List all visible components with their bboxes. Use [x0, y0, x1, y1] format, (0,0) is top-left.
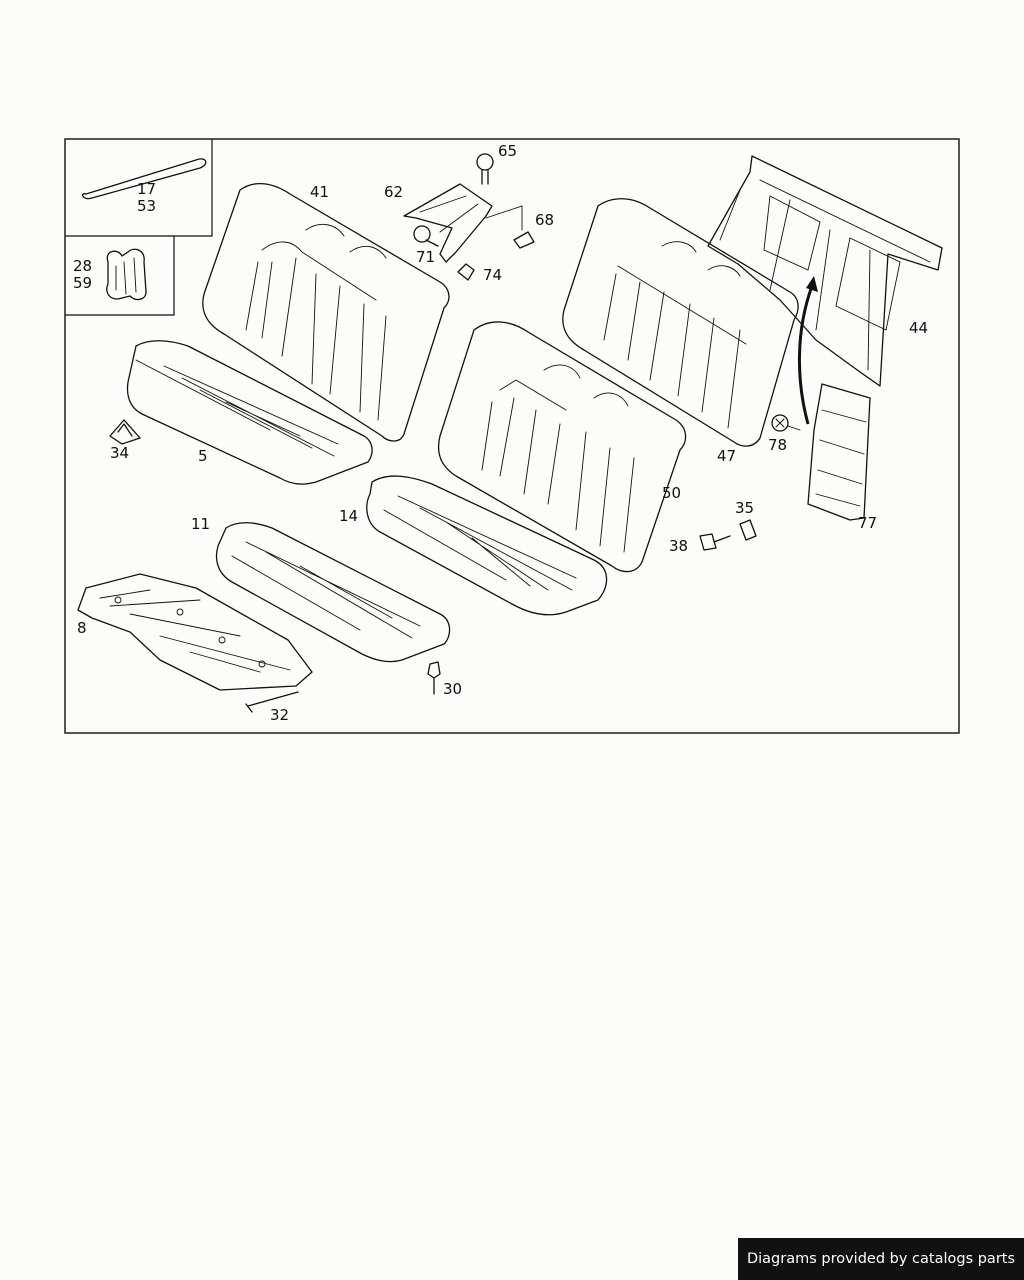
callout-17: 17 — [137, 180, 156, 198]
callout-47: 47 — [717, 447, 736, 465]
seat-cover-center-part — [366, 475, 608, 616]
bracket-hardware-part — [403, 153, 535, 281]
callout-77: 77 — [858, 514, 877, 532]
callout-44: 44 — [909, 319, 928, 337]
callout-8: 8 — [77, 619, 87, 637]
callout-14: 14 — [339, 507, 358, 525]
callout-68: 68 — [535, 211, 554, 229]
inset-box-clip — [65, 236, 175, 316]
callout-32: 32 — [270, 706, 289, 724]
callout-59: 59 — [73, 274, 92, 292]
callout-30: 30 — [443, 680, 462, 698]
callout-74: 74 — [483, 266, 502, 284]
callout-71: 71 — [416, 248, 435, 266]
diagram-frame — [64, 138, 960, 734]
backrest-frame-part — [707, 155, 943, 387]
inset-box-spring — [65, 139, 213, 237]
credit-badge: Diagrams provided by catalogs parts — [738, 1238, 1024, 1280]
backrest-left-part — [202, 183, 450, 442]
bolt-part — [699, 519, 757, 551]
callout-11: 11 — [191, 515, 210, 533]
seat-frame-part — [77, 573, 313, 691]
spring-rod-part — [81, 158, 207, 200]
seat-cushion-lower-part — [215, 522, 451, 663]
callout-35: 35 — [735, 499, 754, 517]
seat-cushion-left-part — [126, 340, 373, 485]
clip-part — [106, 248, 147, 301]
callout-62: 62 — [384, 183, 403, 201]
backrest-right-part — [562, 198, 799, 447]
pin-part — [245, 691, 299, 713]
callout-34: 34 — [110, 444, 129, 462]
backrest-panel-part — [807, 383, 871, 521]
callout-65: 65 — [498, 142, 517, 160]
backrest-center-part — [437, 321, 687, 573]
callout-41: 41 — [310, 183, 329, 201]
direction-arrow — [798, 276, 818, 425]
callout-50: 50 — [662, 484, 681, 502]
callout-78: 78 — [768, 436, 787, 454]
screw-part — [771, 414, 801, 432]
callout-28: 28 — [73, 257, 92, 275]
callout-5: 5 — [198, 447, 208, 465]
nut-part — [109, 419, 141, 445]
callout-38: 38 — [669, 537, 688, 555]
callout-53: 53 — [137, 197, 156, 215]
plug-part — [427, 661, 441, 695]
